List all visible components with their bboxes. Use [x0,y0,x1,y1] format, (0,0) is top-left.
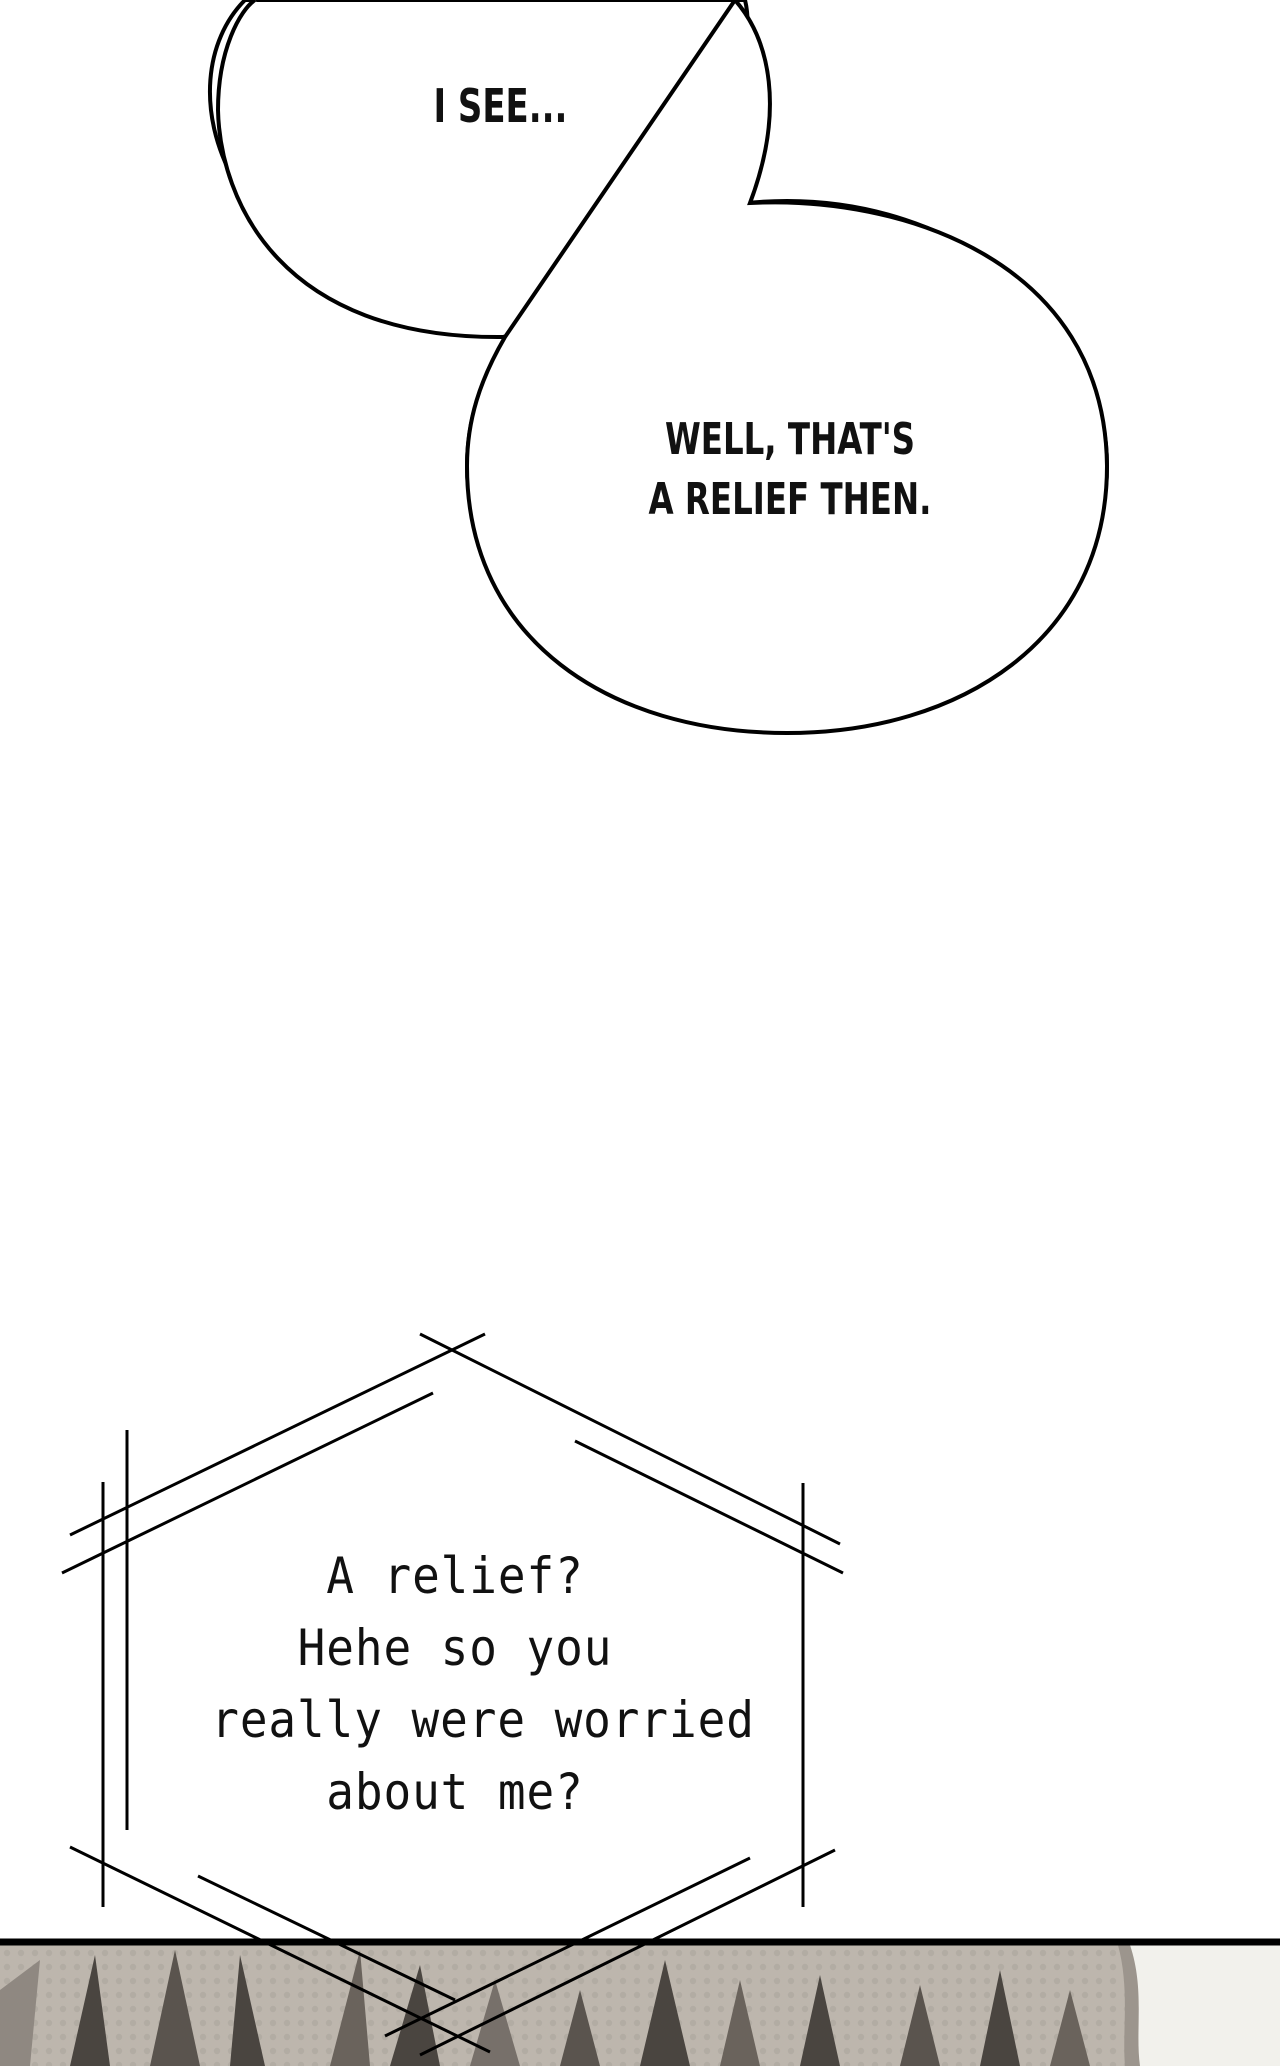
scene-artwork [0,1945,1280,2066]
speech-bubble-text-1: I SEE... [433,79,568,133]
thought-line: Hehe so you [297,1619,613,1677]
dialogue-line: A RELIEF THEN. [648,474,932,525]
dialogue-line: I SEE... [433,79,568,133]
thought-line: A relief? [326,1547,584,1605]
hexagon-frame [61,1332,844,2057]
speech-bubble-outline [215,0,1110,736]
thought-line: really were worried [211,1691,755,1749]
speech-bubble-text-2: WELL, THAT'S A RELIEF THEN. [642,410,937,530]
dialogue-line: WELL, THAT'S [664,414,916,465]
thought-line: about me? [326,1763,584,1821]
thought-box-text: A relief? Hehe so you really were worrie… [211,1540,755,1828]
